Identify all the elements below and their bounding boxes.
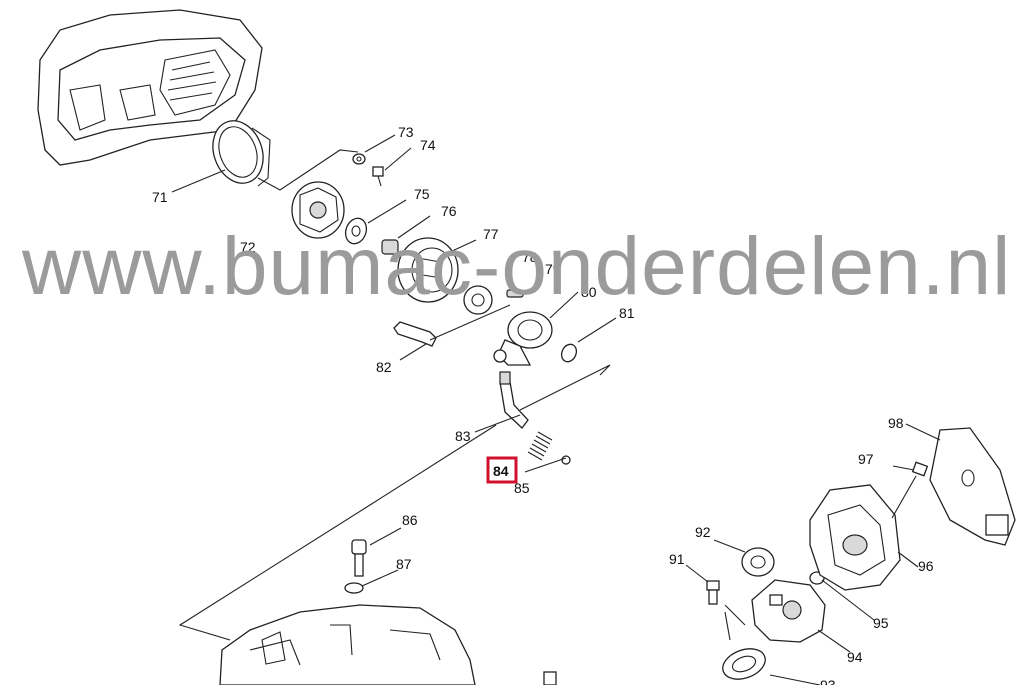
- part-82-lever: [393, 321, 437, 347]
- label-94: 94: [847, 649, 863, 665]
- housing-top-left: [37, 9, 263, 166]
- part-85-ball: [561, 455, 571, 465]
- label-93: 93: [820, 677, 836, 685]
- label-78: 78: [522, 249, 538, 265]
- label-79: 79: [545, 261, 561, 277]
- part-80-oil-pump: [493, 311, 553, 366]
- label-87: 87: [396, 556, 412, 572]
- watermark-text: www.bumac-onderdelen.nl: [22, 221, 1012, 312]
- label-77: 77: [483, 226, 499, 242]
- part-92-adapter: [741, 547, 775, 577]
- bottom-bolt: [543, 671, 557, 685]
- part-81-washer: [560, 343, 578, 363]
- part-78-worm-gear: [463, 285, 493, 315]
- label-97: 97: [858, 451, 874, 467]
- highlight-box-84: [486, 456, 518, 484]
- part-96-air-filter-housing: [809, 484, 901, 591]
- part-87-washer: [344, 582, 364, 594]
- part-76-needle-bearing: [381, 239, 399, 255]
- part-71-cover-ring: [212, 120, 271, 187]
- part-77-clutch-drum: [397, 237, 459, 303]
- part-84-spring: [527, 431, 553, 461]
- label-71: 71: [152, 189, 168, 205]
- part-labels: 71 72 73 74 75 76 77 78 79 80 81 82 83 8…: [152, 124, 934, 685]
- label-75: 75: [414, 186, 430, 202]
- label-96: 96: [918, 558, 934, 574]
- label-80: 80: [581, 284, 597, 300]
- part-97-screw: [891, 461, 929, 519]
- part-94-carburetor: [751, 579, 826, 643]
- label-84[interactable]: 84: [493, 463, 509, 479]
- part-86-screw: [351, 539, 367, 577]
- label-86: 86: [402, 512, 418, 528]
- part-72-clutch: [291, 181, 345, 239]
- part-98-filter-cover: [929, 427, 1016, 546]
- part-93-intake-manifold: [722, 648, 766, 680]
- label-92: 92: [695, 524, 711, 540]
- label-98: 98: [888, 415, 904, 431]
- leader-lines: [171, 134, 941, 685]
- part-73-washer: [352, 153, 366, 165]
- label-74: 74: [420, 137, 436, 153]
- label-76: 76: [441, 203, 457, 219]
- label-91: 91: [669, 551, 685, 567]
- label-73: 73: [398, 124, 414, 140]
- label-82: 82: [376, 359, 392, 375]
- part-74-bolt: [372, 166, 384, 187]
- label-83: 83: [455, 428, 471, 444]
- part-75-washer: [344, 217, 368, 245]
- part-79-pin: [506, 289, 524, 298]
- label-72: 72: [240, 239, 256, 255]
- label-85: 85: [514, 480, 530, 496]
- label-95: 95: [873, 615, 889, 631]
- part-91-bolt: [706, 580, 720, 605]
- crankcase-bottom: [219, 604, 476, 685]
- label-81: 81: [619, 305, 635, 321]
- part-83-oil-hose: [499, 371, 529, 429]
